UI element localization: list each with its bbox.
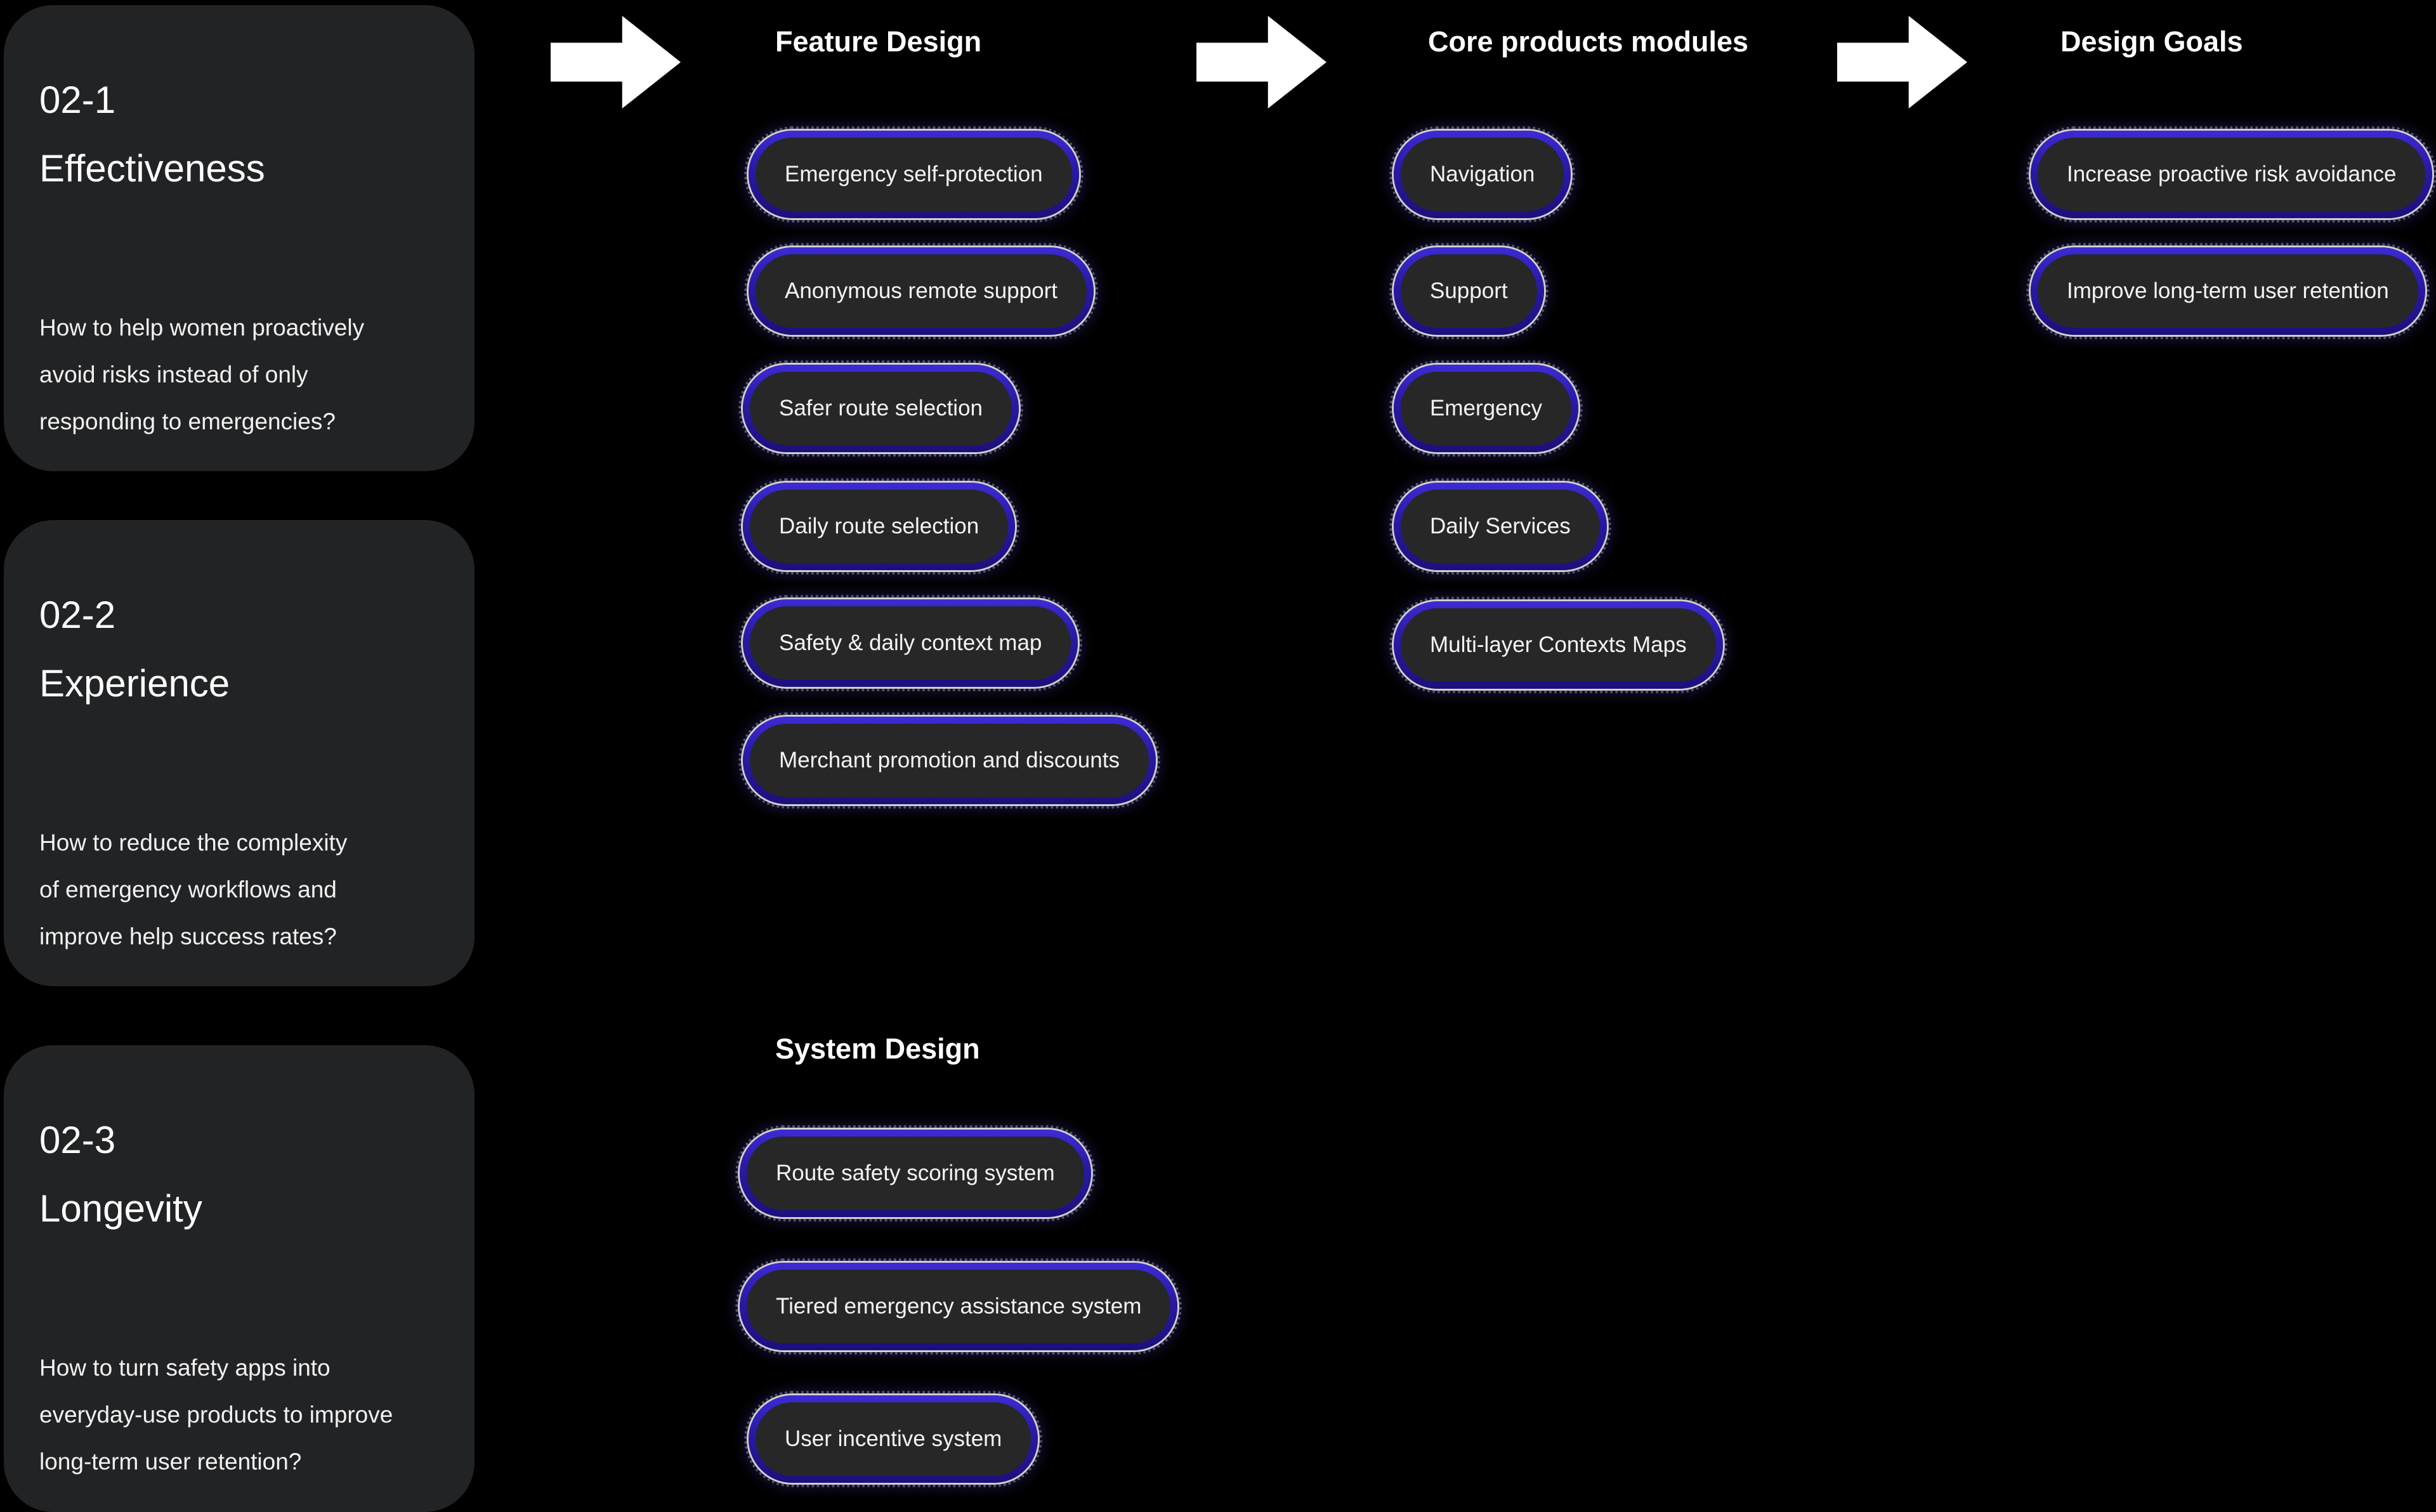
pill-safety-daily-context-map: Safety & daily context map [738, 595, 1083, 691]
pill-support: Support [1389, 243, 1549, 339]
card-heading: 02-2 Experience [39, 581, 230, 718]
card-title: Longevity [39, 1187, 202, 1230]
pill-daily-services: Daily Services [1389, 478, 1611, 575]
problem-card-longevity: 02-3 Longevity How to turn safety apps i… [4, 1045, 475, 1512]
pill-anonymous-remote-support: Anonymous remote support [744, 243, 1098, 339]
right-arrow-icon [1196, 16, 1326, 108]
card-question: How to reduce the complexity of emergenc… [39, 830, 348, 949]
card-heading: 02-1 Effectiveness [39, 66, 265, 203]
card-heading: 02-3 Longevity [39, 1106, 202, 1243]
pill-improve-long-term-user-retention: Improve long-term user retention [2026, 243, 2430, 339]
card-code: 02-1 [39, 79, 116, 121]
card-code: 02-2 [39, 594, 116, 636]
pill-merchant-promotion-discounts: Merchant promotion and discounts [738, 712, 1160, 809]
pill-emergency: Emergency [1389, 360, 1583, 457]
pill-route-safety-scoring-system: Route safety scoring system [735, 1125, 1096, 1222]
pill-emergency-self-protection: Emergency self-protection [744, 126, 1084, 223]
pill-navigation: Navigation [1389, 126, 1576, 223]
card-title: Effectiveness [39, 147, 265, 190]
pill-increase-proactive-risk-avoidance: Increase proactive risk avoidance [2026, 126, 2436, 223]
pill-safer-route-selection: Safer route selection [738, 360, 1024, 457]
right-arrow-icon [551, 16, 681, 108]
pill-multi-layer-contexts-maps: Multi-layer Contexts Maps [1389, 597, 1727, 693]
card-title: Experience [39, 662, 230, 705]
column-header-system-design: System Design [775, 1033, 980, 1065]
card-question: How to turn safety apps into everyday-us… [39, 1355, 393, 1475]
pill-tiered-emergency-assistance-system: Tiered emergency assistance system [735, 1258, 1182, 1355]
pill-daily-route-selection: Daily route selection [738, 478, 1020, 575]
column-header-feature-design: Feature Design [775, 25, 982, 58]
problem-card-effectiveness: 02-1 Effectiveness How to help women pro… [4, 5, 475, 471]
column-header-design-goals: Design Goals [2060, 25, 2243, 58]
right-arrow-icon [1837, 16, 1967, 108]
column-header-core-modules: Core products modules [1428, 25, 1749, 58]
card-question: How to help women proactively avoid risk… [39, 315, 365, 434]
card-code: 02-3 [39, 1119, 116, 1161]
problem-card-experience: 02-2 Experience How to reduce the comple… [4, 520, 475, 986]
pill-user-incentive-system: User incentive system [743, 1391, 1043, 1487]
